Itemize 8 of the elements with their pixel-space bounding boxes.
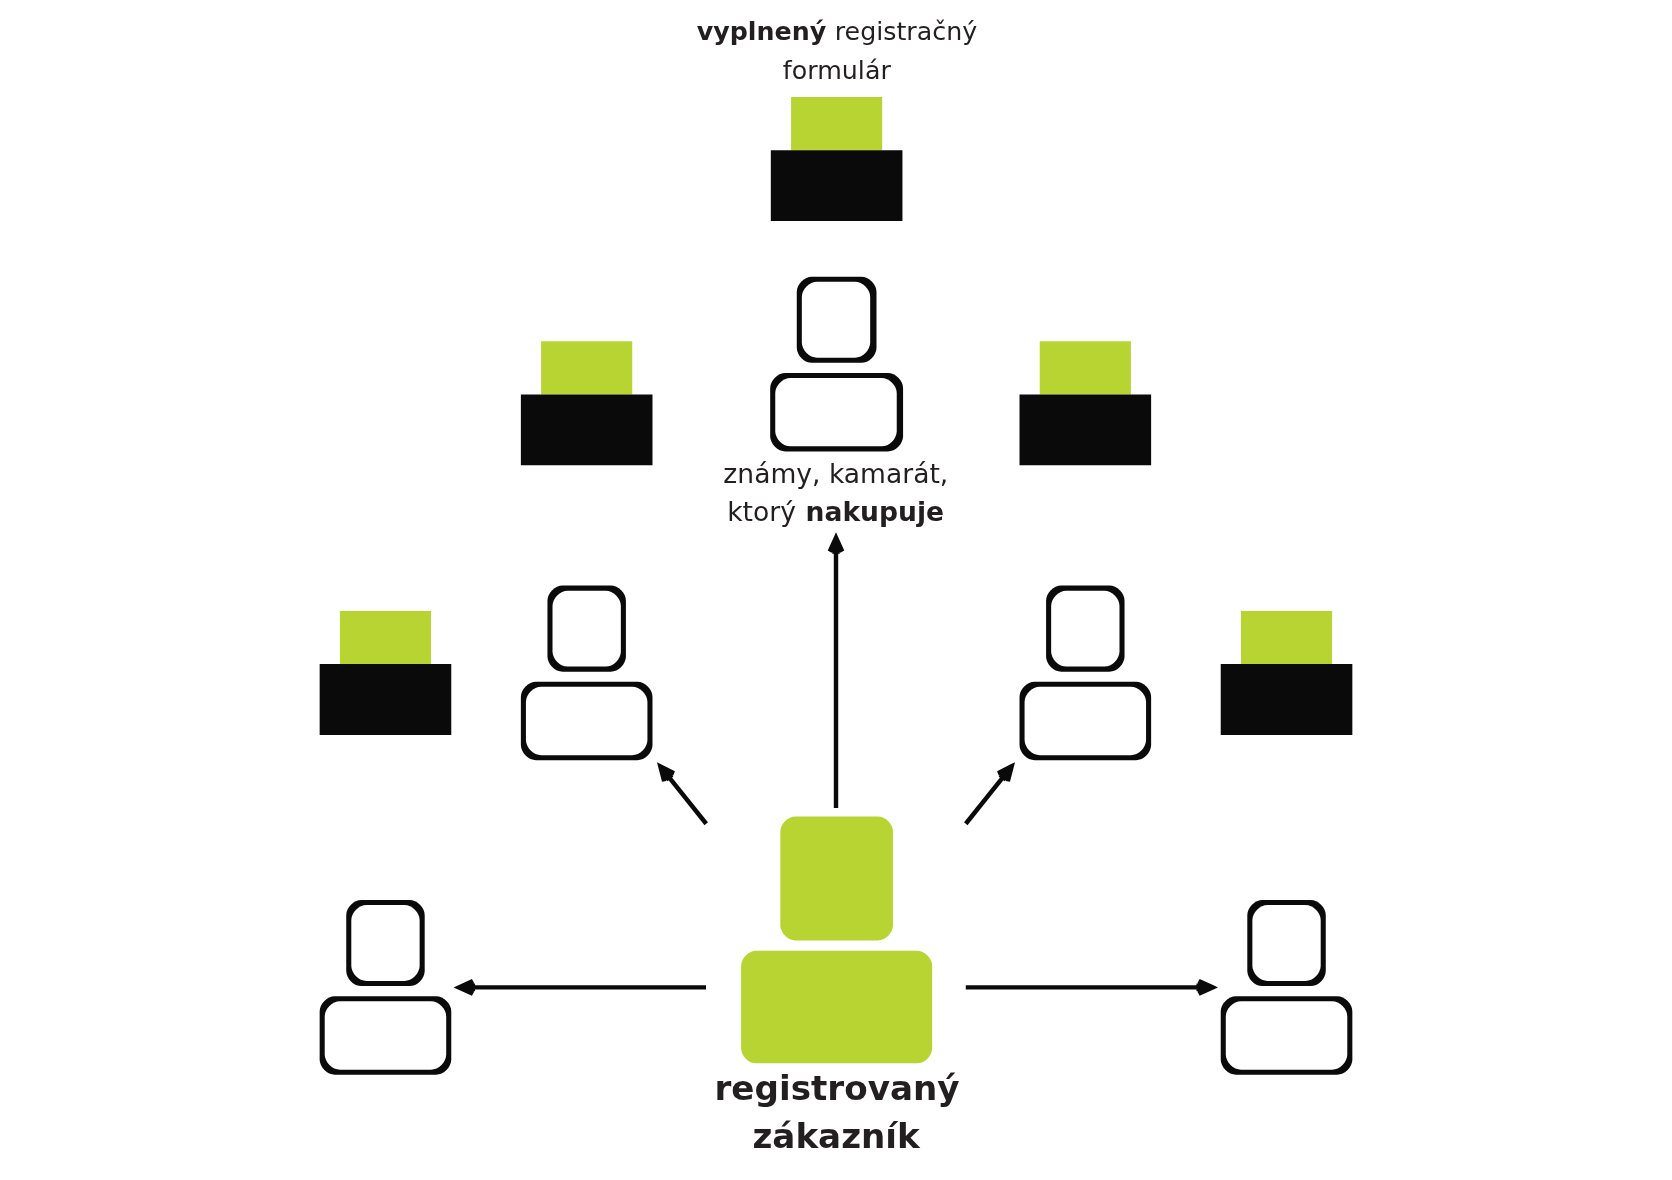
arrow	[964, 764, 1014, 826]
node-label: známy, kamarát, ktorý nakupuje	[723, 457, 949, 527]
node-label: registrovaný zákazník	[714, 1067, 960, 1156]
arrow	[456, 978, 706, 996]
arrow	[827, 535, 845, 809]
arrow	[965, 978, 1215, 996]
arrow	[658, 764, 708, 826]
node-label: vyplnený registračný formulár	[696, 17, 978, 86]
